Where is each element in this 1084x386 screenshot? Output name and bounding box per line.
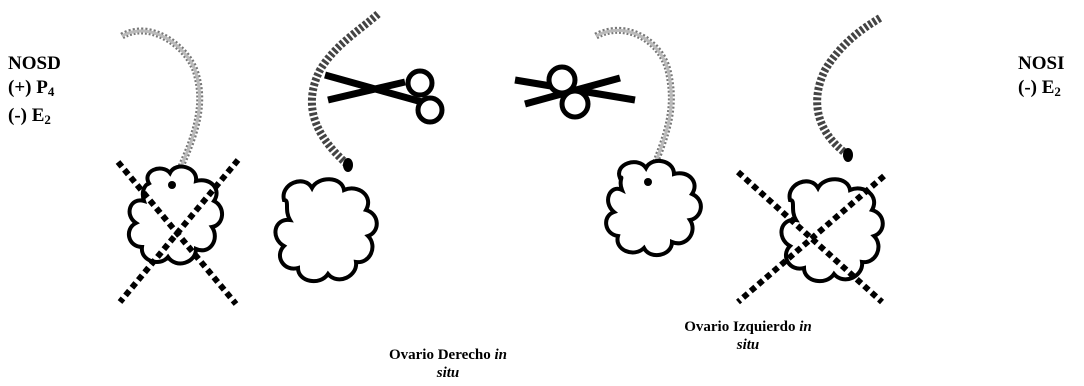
ovary-icon <box>275 179 376 281</box>
ovary-icon <box>781 179 882 281</box>
ovary-3-group <box>515 30 701 255</box>
ovary-2-group <box>275 14 442 281</box>
scissors-icon <box>515 67 635 117</box>
ovary-4-group <box>738 18 884 302</box>
ovary-knot <box>343 158 353 172</box>
ovary-icon <box>129 167 222 264</box>
oviduct-icon <box>122 31 200 185</box>
ovary-icon <box>606 161 701 255</box>
scissors-icon <box>325 71 442 122</box>
ovary-knot <box>843 148 853 162</box>
ovary-1-group <box>118 31 238 304</box>
ovary-knot <box>644 178 652 186</box>
oviduct-icon <box>817 18 880 155</box>
ovary-knot <box>168 181 176 189</box>
